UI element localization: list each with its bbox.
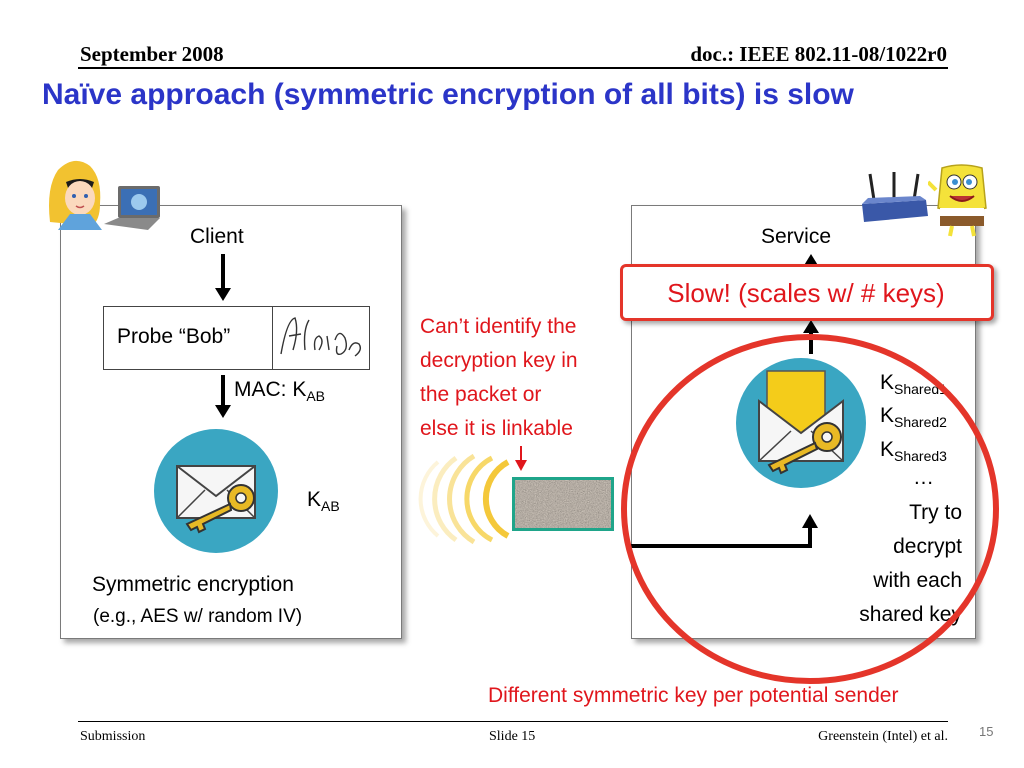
signature-icon — [280, 317, 362, 357]
shared-key-1: KShared1 — [880, 371, 947, 398]
slide-title: Naïve approach (symmetric encryption of … — [42, 78, 854, 111]
header-doc-id: doc.: IEEE 802.11-08/1022r0 — [690, 42, 947, 66]
alice-character-icon — [49, 160, 102, 230]
probe-label: Probe “Bob” — [117, 325, 231, 348]
shared-key-3: KShared3 — [880, 438, 947, 465]
try-decrypt-text: Try to decrypt with each shared key — [859, 501, 962, 626]
wireless-signal-icon — [418, 453, 510, 545]
decrypting-envelope-icon — [736, 358, 866, 488]
footer-right: Greenstein (Intel) et al. — [818, 729, 948, 744]
header-rule — [78, 67, 948, 69]
keys-ellipsis: … — [913, 466, 934, 489]
shared-key-2: KShared2 — [880, 404, 947, 431]
header-date: September 2008 — [80, 42, 224, 66]
up-arrow-icon — [803, 254, 819, 267]
slow-callout-box — [620, 264, 994, 321]
footer-center: Slide 15 — [489, 729, 536, 744]
linkability-note: Can’t identify the decryption key in the… — [420, 315, 578, 440]
key-ab-label: KAB — [307, 488, 340, 515]
down-arrow-icon — [215, 375, 231, 418]
packet-to-service-arrow — [630, 514, 818, 548]
up-arrow-icon — [803, 320, 819, 354]
encrypted-envelope-icon — [154, 429, 278, 553]
mac-key-label: MAC: KAB — [234, 378, 326, 405]
page-number: 15 — [979, 724, 994, 739]
down-arrow-icon — [215, 254, 231, 301]
symmetric-caption-sub: (e.g., AES w/ random IV) — [93, 606, 303, 627]
slow-callout-text: Slow! (scales w/ # keys) — [667, 278, 945, 308]
footer-rule — [78, 721, 948, 722]
probe-packet: Probe “Bob” — [103, 306, 370, 370]
service-label: Service — [761, 225, 832, 248]
router-icon — [862, 172, 928, 222]
footer-left: Submission — [80, 729, 146, 744]
highlight-circle — [621, 334, 999, 684]
probe-divider — [272, 307, 273, 369]
laptop-icon — [104, 186, 160, 230]
symmetric-caption: Symmetric encryption — [92, 573, 294, 596]
client-label: Client — [190, 225, 244, 248]
encrypted-packet-noise — [512, 477, 614, 531]
bottom-note: Different symmetric key per potential se… — [488, 684, 899, 707]
client-panel — [60, 205, 402, 639]
spongebob-character-icon — [928, 164, 987, 237]
red-down-arrow-icon — [515, 446, 527, 471]
